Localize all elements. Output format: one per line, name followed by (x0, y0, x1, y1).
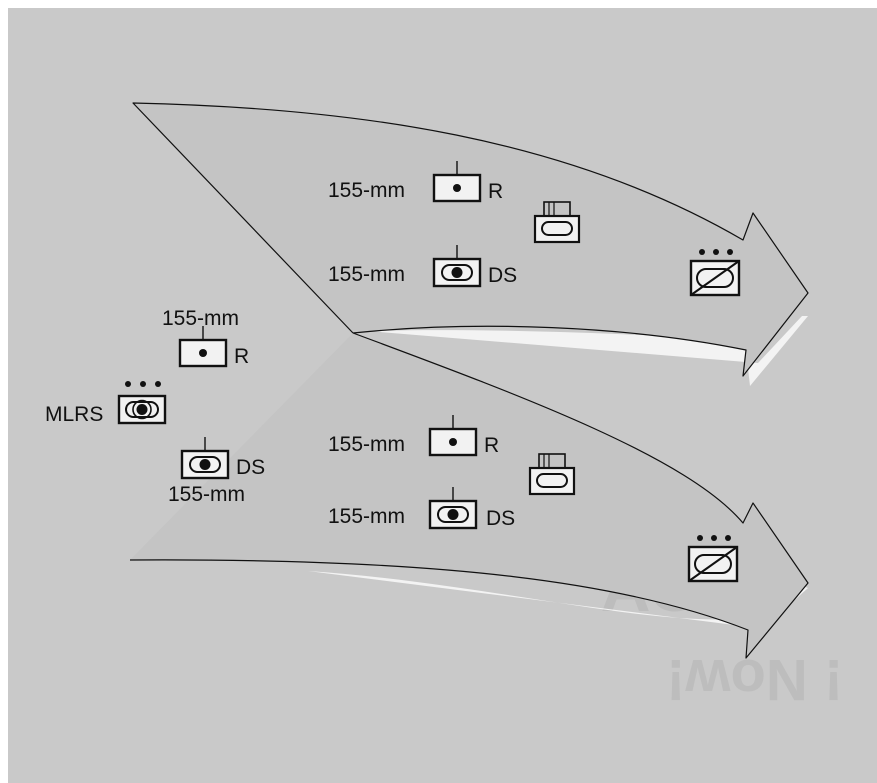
armored-unit-icon (687, 535, 739, 583)
left-ds-caliber-label: 155-mm (168, 483, 246, 506)
lower-ds-caliber-label: 155-mm (328, 505, 406, 528)
upper-ds-caliber-label: 155-mm (328, 263, 406, 286)
maneuver-arrows (129, 102, 809, 659)
upper-arrow-shadow (368, 316, 808, 386)
diagram-canvas: ACK ! Now! 155-mm R 155-mm DS (8, 8, 877, 783)
artillery-unit-r-icon (432, 161, 482, 203)
left-ds-type-label: DS (236, 456, 266, 479)
mlrs-label: MLRS (45, 403, 104, 426)
left-r-caliber-label: 155-mm (162, 307, 240, 330)
armored-unit-icon (689, 249, 741, 297)
lower-arrow (129, 332, 809, 659)
upper-r-type-label: R (488, 180, 504, 203)
mlrs-battalion-icon (117, 381, 167, 425)
artillery-unit-ds-icon (432, 245, 482, 288)
upper-arrow (132, 102, 809, 377)
lower-r-type-label: R (484, 434, 500, 457)
left-r-type-label: R (234, 345, 250, 368)
tracked-vehicle-icon (528, 453, 576, 496)
lower-r-caliber-label: 155-mm (328, 433, 406, 456)
artillery-unit-r-icon (178, 326, 228, 368)
upper-ds-type-label: DS (488, 264, 518, 287)
artillery-unit-ds-icon (428, 487, 478, 530)
tracked-vehicle-icon (533, 201, 581, 244)
lower-ds-type-label: DS (486, 507, 516, 530)
artillery-unit-ds-icon (180, 437, 230, 480)
artillery-unit-r-icon (428, 415, 478, 457)
upper-r-caliber-label: 155-mm (328, 179, 406, 202)
